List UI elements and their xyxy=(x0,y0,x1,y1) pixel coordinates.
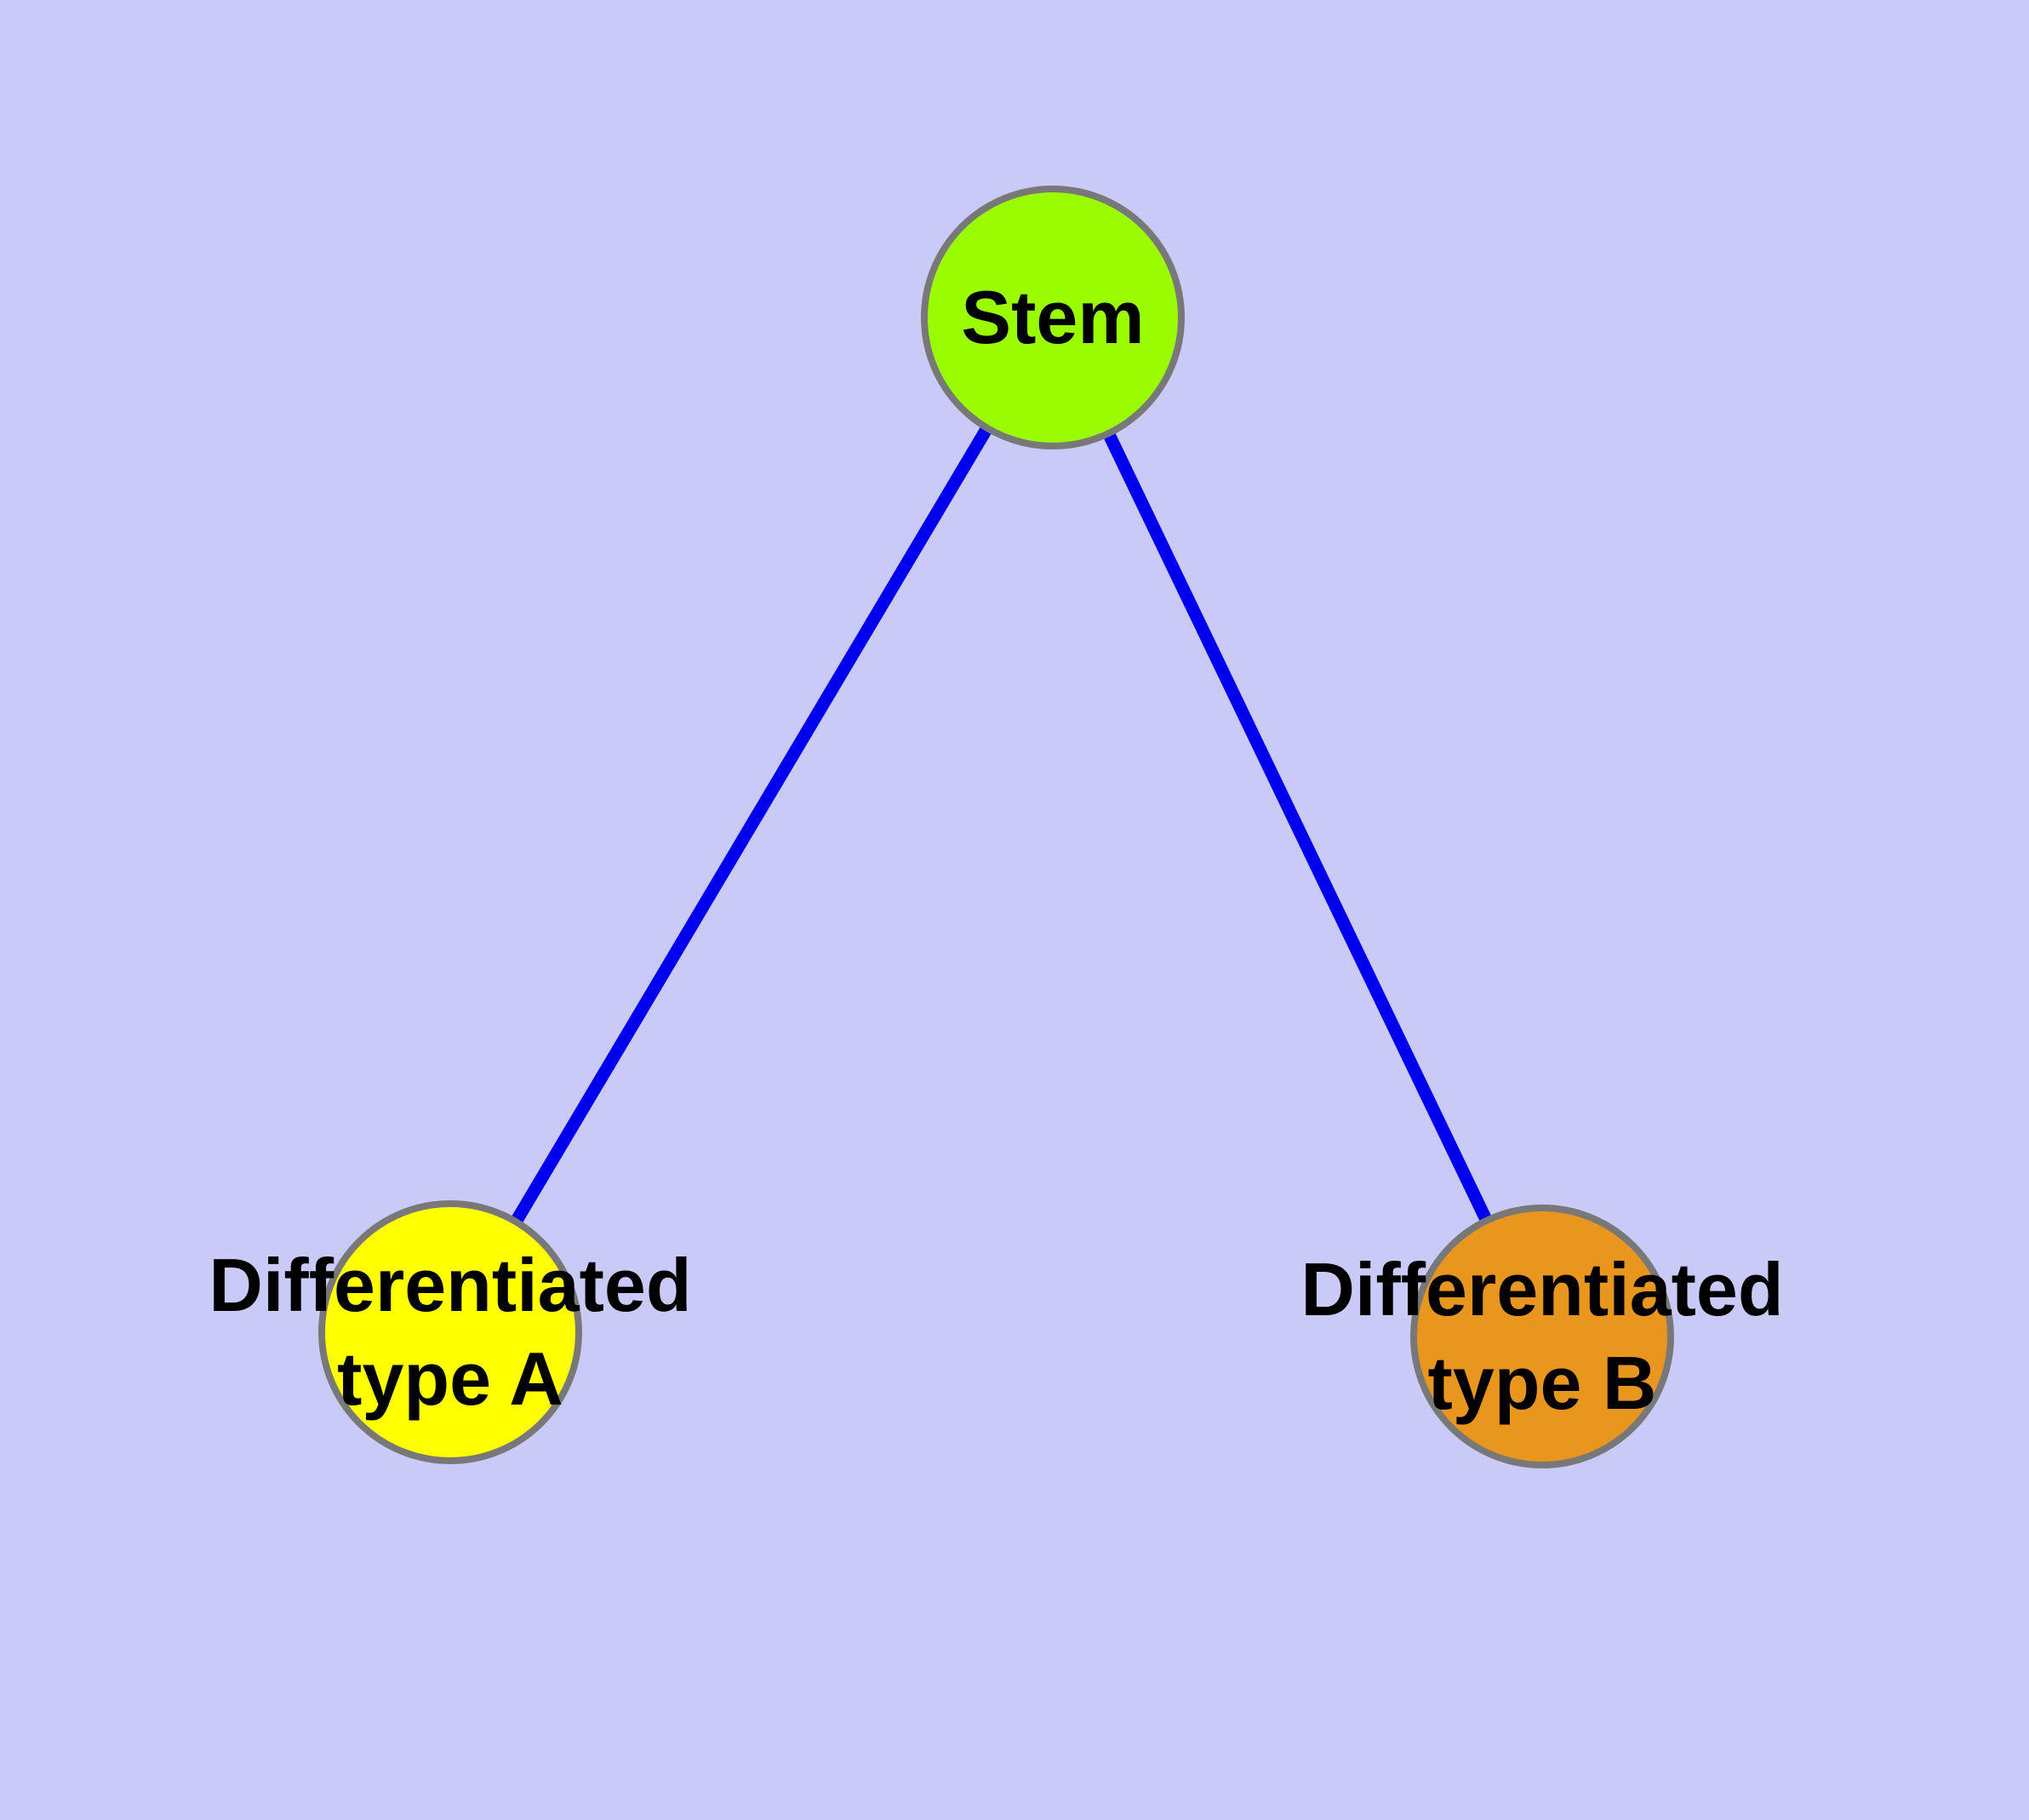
node-label-type-b: Differentiated type B xyxy=(1300,1247,1784,1425)
edge-stem-to-type-b xyxy=(1047,314,1548,1340)
edge-stem-to-type-a xyxy=(444,314,1059,1336)
node-label-type-a: Differentiated type A xyxy=(209,1243,692,1421)
node-circle-stem xyxy=(921,186,1185,449)
node-circle-type-a xyxy=(318,1200,582,1464)
node-circle-type-b xyxy=(1410,1205,1674,1468)
node-label-stem: Stem xyxy=(961,275,1145,359)
